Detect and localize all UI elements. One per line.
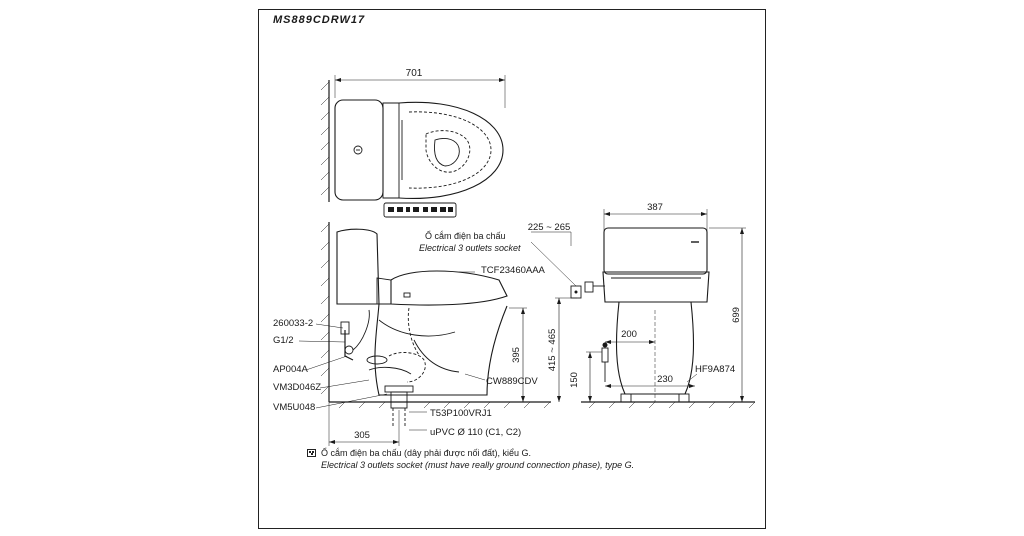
front-width-label: 387 bbox=[647, 202, 663, 213]
side-view: 225 ~ 265 Ổ cắm điện ba chấu Electrical … bbox=[273, 222, 582, 446]
dim-150-label: 150 bbox=[569, 372, 580, 388]
top-width-label: 701 bbox=[406, 68, 423, 79]
footnote-en: Electrical 3 outlets socket (must have r… bbox=[321, 460, 635, 470]
seat-code-label: TCF23460AAA bbox=[481, 265, 546, 276]
dim-200-label: 200 bbox=[621, 329, 637, 340]
socket-label-en: Electrical 3 outlets socket bbox=[419, 243, 521, 253]
height-395-label: 395 bbox=[511, 347, 522, 363]
front-part-label: HF9A874 bbox=[695, 364, 735, 375]
height-699-label: 699 bbox=[731, 307, 742, 323]
rough-in-label: 305 bbox=[354, 430, 370, 441]
drawing-sheet: MS889CDRW17 701 bbox=[258, 9, 766, 529]
front-view: 387 200 bbox=[569, 202, 756, 409]
dim-230-label: 230 bbox=[657, 374, 673, 385]
part-label-4: VM5U048 bbox=[273, 402, 315, 413]
part-label-0: 260033-2 bbox=[273, 318, 313, 329]
technical-drawing: 701 bbox=[273, 68, 756, 446]
footnote-vn: Ổ cắm điện ba chấu (dây phải được nối đấ… bbox=[321, 448, 532, 458]
socket-icon bbox=[307, 449, 316, 457]
socket-label-vn: Ổ cắm điện ba chấu bbox=[425, 230, 506, 241]
model-number: MS889CDRW17 bbox=[273, 14, 366, 26]
part-label-3: VM3D046Z bbox=[273, 382, 321, 393]
bowl-code-label: CW889CDV bbox=[486, 376, 538, 387]
socket-range-label: 225 ~ 265 bbox=[528, 222, 571, 233]
range-415-465-label: 415 ~ 465 bbox=[547, 329, 558, 372]
part-label-1: G1/2 bbox=[273, 335, 294, 346]
top-view: 701 bbox=[320, 68, 506, 218]
pipe-label: uPVC Ø 110 (C1, C2) bbox=[430, 427, 521, 438]
part-label-2: AP004A bbox=[273, 364, 309, 375]
drain-code-label: T53P100VRJ1 bbox=[430, 408, 492, 419]
